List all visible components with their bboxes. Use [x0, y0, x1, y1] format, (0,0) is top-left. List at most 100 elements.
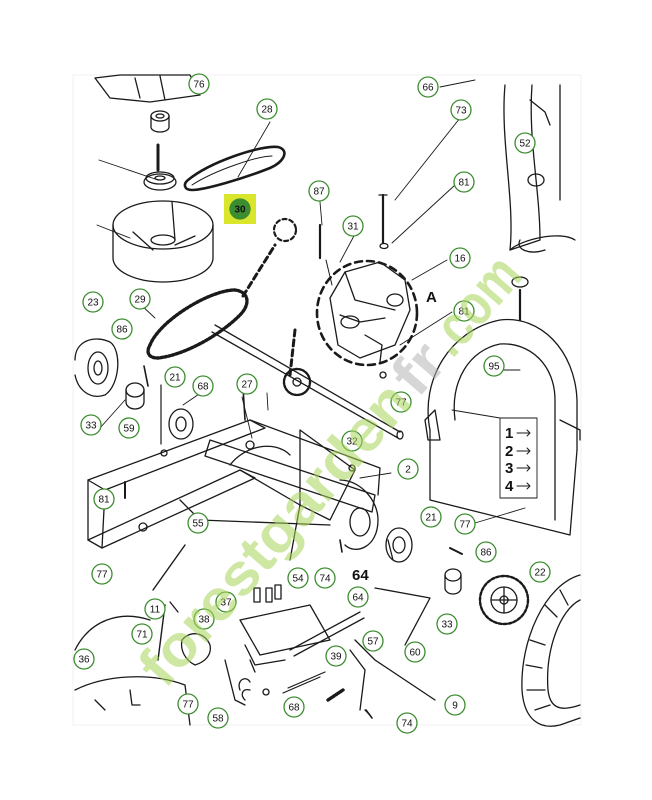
- spacers: [253, 584, 282, 603]
- legend-item-1: 1: [505, 425, 513, 442]
- callout-54: 54: [287, 567, 309, 589]
- callout-number: 74: [319, 574, 331, 585]
- callout-number: 81: [458, 307, 470, 318]
- callout-95: 95: [483, 355, 505, 377]
- callout-76: 76: [188, 73, 210, 95]
- callout-86: 86: [111, 318, 133, 340]
- gearbox: [318, 223, 411, 379]
- callout-number: 30: [234, 205, 246, 216]
- callout-38: 38: [193, 608, 215, 630]
- legend-pointer: [451, 409, 501, 419]
- plate-38: [180, 633, 211, 666]
- callout-ring: [283, 696, 305, 718]
- callout-number: 9: [452, 701, 458, 712]
- callout-ring: [192, 375, 214, 397]
- callout-ring: [229, 198, 251, 220]
- callout-21: 21: [164, 366, 186, 388]
- callout-number: 74: [401, 719, 413, 730]
- top-bracket: [94, 74, 201, 103]
- callout-number: 55: [192, 519, 204, 530]
- callout-ring: [236, 373, 258, 395]
- callout-ring: [483, 355, 505, 377]
- callout-ring: [342, 215, 364, 237]
- callout-2: 2: [397, 458, 419, 480]
- callout-number: 52: [519, 139, 531, 150]
- callout-ring: [82, 291, 104, 313]
- callout-ring: [118, 417, 140, 439]
- callout-ring: [436, 613, 458, 635]
- callout-ring: [187, 512, 209, 534]
- callout-21: 21: [420, 506, 442, 528]
- callout-ring: [454, 513, 476, 535]
- callout-number: 39: [330, 652, 342, 663]
- callout-number: 29: [134, 295, 146, 306]
- legend-arrows: [516, 429, 531, 490]
- callout-ring: [256, 98, 278, 120]
- callout-29: 29: [129, 288, 151, 310]
- callout-number: 76: [193, 80, 205, 91]
- callout-57: 57: [362, 630, 384, 652]
- tire: [521, 574, 581, 727]
- part-74-bottom: [365, 709, 373, 719]
- callout-number: 86: [480, 548, 492, 559]
- callout-58: 58: [207, 707, 229, 729]
- callout-77: 77: [177, 693, 199, 715]
- callout-22: 22: [529, 561, 551, 583]
- nut-68-bottom: [262, 688, 270, 696]
- callout-33: 33: [436, 613, 458, 635]
- legend-item-3: 3: [505, 460, 513, 477]
- callout-number: 27: [241, 380, 253, 391]
- sprocket: [282, 367, 312, 397]
- callout-81: 81: [453, 171, 475, 193]
- callout-number: 37: [220, 598, 232, 609]
- callout-27: 27: [236, 373, 258, 395]
- detail-circle-small: [272, 217, 298, 243]
- callout-number: 71: [136, 630, 148, 641]
- legend-item-4: 4: [505, 478, 514, 495]
- callout-52: 52: [514, 132, 536, 154]
- callout-number: 28: [261, 105, 273, 116]
- callout-33: 33: [80, 414, 102, 436]
- right-bushing: [444, 568, 462, 595]
- callout-87: 87: [308, 180, 330, 202]
- callout-number: 77: [182, 700, 194, 711]
- callout-number: 33: [85, 421, 97, 432]
- callout-ring: [529, 561, 551, 583]
- callout-28: 28: [256, 98, 278, 120]
- clip-58: [238, 678, 251, 701]
- callout-number: 32: [346, 437, 358, 448]
- callout-66: 66: [417, 76, 439, 98]
- callout-ring: [449, 247, 471, 269]
- callout-number: 73: [455, 106, 467, 117]
- callout-number: 57: [367, 637, 379, 648]
- callout-ring: [325, 645, 347, 667]
- deck-lower-left: [74, 615, 246, 726]
- callout-ring: [444, 694, 466, 716]
- callout-55: 55: [187, 512, 209, 534]
- callout-81: 81: [453, 300, 475, 322]
- callout-ring: [129, 288, 151, 310]
- callout-ring: [164, 366, 186, 388]
- callout-ring: [207, 707, 229, 729]
- callout-ring: [453, 171, 475, 193]
- callout-59: 59: [118, 417, 140, 439]
- callout-number: 38: [198, 615, 210, 626]
- callout-number: 21: [169, 373, 181, 384]
- callout-ring: [362, 630, 384, 652]
- left-bearing: [125, 382, 194, 440]
- callout-number: 36: [78, 655, 90, 666]
- lever-bracket: [239, 587, 431, 673]
- callout-ring: [177, 693, 199, 715]
- callout-ring: [420, 506, 442, 528]
- callout-77: 77: [91, 563, 113, 585]
- callout-31: 31: [342, 215, 364, 237]
- label-64: 64: [352, 567, 369, 584]
- callout-ring: [215, 591, 237, 613]
- callout-number: 54: [292, 574, 304, 585]
- pin-86-right: [449, 547, 463, 555]
- callout-64: 64: [347, 586, 369, 608]
- callout-68: 68: [192, 375, 214, 397]
- callout-number: 23: [87, 298, 99, 309]
- callout-ring: [73, 648, 95, 670]
